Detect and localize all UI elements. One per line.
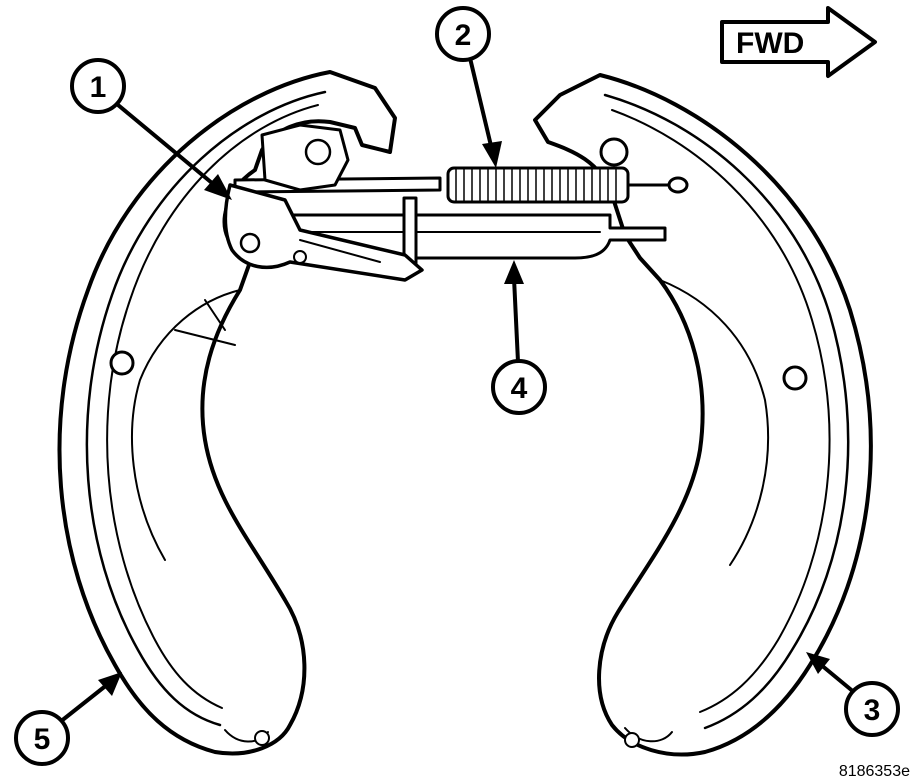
adjuster-assembly [223,123,689,282]
callout-5-arrowhead [98,672,122,696]
callout-5-label: 5 [34,723,51,756]
adjuster-lever [223,183,424,282]
callout-2-arrowhead [482,141,502,168]
callout-4-arrowhead [504,260,524,284]
callout-2: 2 [435,6,502,168]
callout-3-arrowhead [806,652,830,674]
fwd-arrow: FWD [720,6,877,78]
callout-4-label: 4 [511,372,528,405]
return-spring [446,166,689,204]
callout-5: 5 [14,672,122,766]
callout-3-label: 3 [864,694,881,727]
callout-1-arrowhead [204,174,232,200]
callout-1: 1 [70,58,232,200]
callout-2-label: 2 [455,19,472,52]
figure-code: 8186353e [839,763,910,780]
callout-1-label: 1 [90,71,107,104]
left-brake-shoe [57,70,397,756]
right-brake-shoe [533,73,873,757]
callout-3: 3 [806,652,900,737]
callout-4: 4 [491,260,547,415]
fwd-label: FWD [736,27,804,60]
